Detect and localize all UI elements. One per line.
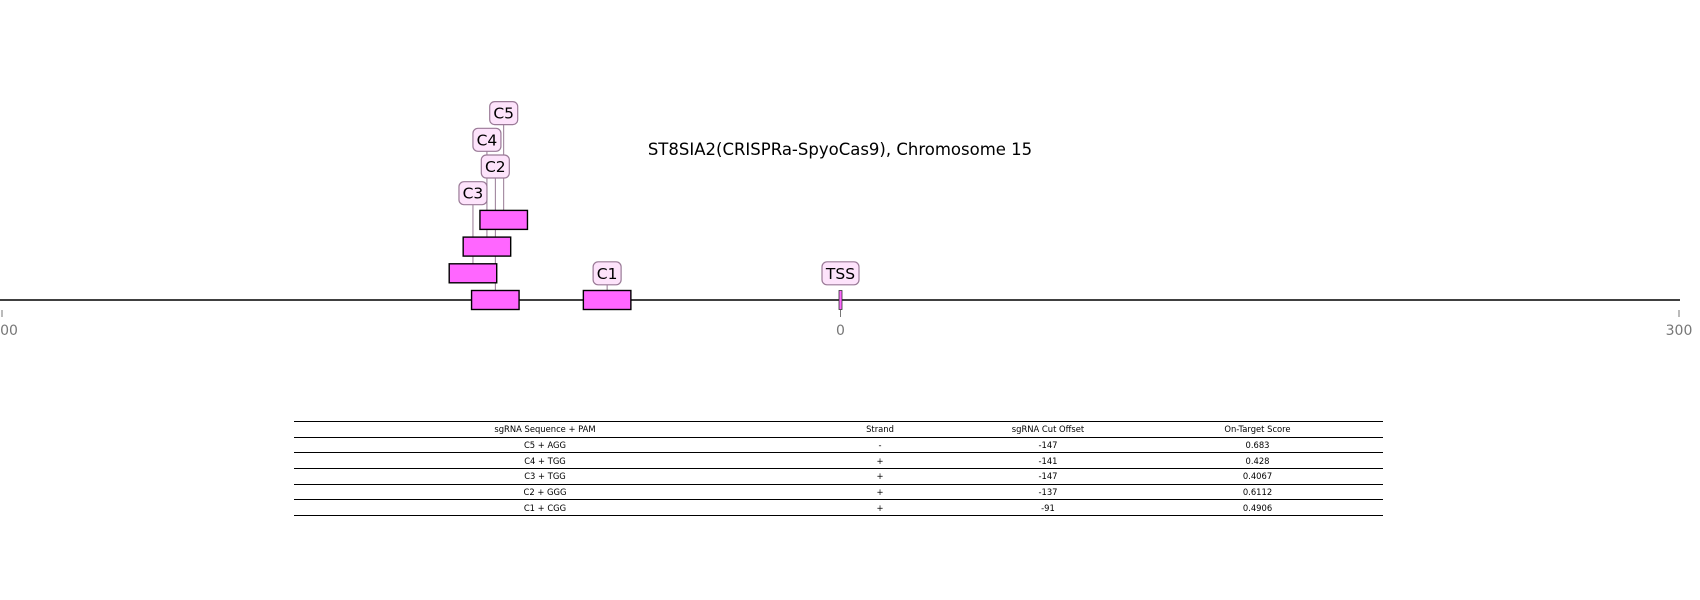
cell-cut-offset: -147: [964, 468, 1132, 485]
guide-label: TSS: [825, 265, 855, 283]
cell-score: 0.4067: [1132, 468, 1383, 485]
table-header-row: sgRNA Sequence + PAM Strand sgRNA Cut Of…: [294, 421, 1383, 438]
x-tick-label: 300: [1666, 323, 1693, 339]
cell-cut-offset: -141: [964, 452, 1132, 470]
guide-label: C1: [597, 265, 618, 283]
guide-label-box: [489, 100, 519, 126]
guide-label-box: [472, 127, 502, 152]
cell-sequence: C5 + AGG: [294, 436, 796, 454]
guide-box: [470, 289, 520, 311]
cell-score: 0.683: [1132, 436, 1383, 454]
sgrna-table-container: sgRNA Sequence + PAM Strand sgRNA Cut Of…: [294, 421, 1383, 517]
cell-sequence: C2 + GGG: [294, 483, 796, 501]
cell-strand: +: [796, 499, 964, 517]
sgrna-table: sgRNA Sequence + PAM Strand sgRNA Cut Of…: [294, 421, 1383, 517]
cell-strand: -: [796, 436, 964, 454]
guide-label: C5: [493, 105, 514, 123]
cell-strand: +: [796, 483, 964, 501]
cell-sequence: C3 + TGG: [294, 468, 796, 485]
table-row: C5 + AGG - -147 0.683: [294, 436, 1383, 454]
cell-cut-offset: -137: [964, 483, 1132, 501]
table-row: C2 + GGG + -137 0.6112: [294, 483, 1383, 501]
table-row: C3 + TGG + -147 0.4067: [294, 468, 1383, 485]
guide-label-box: [458, 181, 488, 206]
table-row: C1 + CGG + -91 0.4906: [294, 499, 1383, 517]
guide-box: [582, 289, 632, 311]
cell-sequence: C1 + CGG: [294, 499, 796, 517]
cell-score: 0.6112: [1132, 483, 1383, 501]
guide-box: [479, 209, 529, 231]
header-sequence: sgRNA Sequence + PAM: [294, 421, 796, 438]
chart-title: ST8SIA2(CRISPRa-SpyoCas9), Chromosome 15: [648, 140, 1032, 159]
guide-label: C2: [485, 158, 506, 176]
cell-cut-offset: -91: [964, 499, 1132, 517]
cell-sequence: C4 + TGG: [294, 452, 796, 470]
guide-label: C3: [463, 185, 484, 203]
header-on-target-score: On-Target Score: [1132, 421, 1383, 438]
guide-label: C4: [477, 131, 498, 149]
x-tick-label: -300: [0, 323, 18, 339]
cell-strand: +: [796, 452, 964, 470]
cell-score: 0.428: [1132, 452, 1383, 470]
cell-score: 0.4906: [1132, 499, 1383, 517]
header-strand: Strand: [796, 421, 964, 438]
guide-label-box: [821, 261, 860, 286]
header-cut-offset: sgRNA Cut Offset: [964, 421, 1132, 438]
guide-box: [448, 263, 498, 284]
guide-box: [462, 236, 512, 257]
x-tick-label: 0: [836, 323, 845, 339]
guide-label-box: [480, 154, 510, 179]
guide-label-box: [592, 261, 622, 286]
tss-marker: [838, 290, 843, 310]
cell-cut-offset: -147: [964, 436, 1132, 454]
cell-strand: +: [796, 468, 964, 485]
table-row: C4 + TGG + -141 0.428: [294, 452, 1383, 470]
